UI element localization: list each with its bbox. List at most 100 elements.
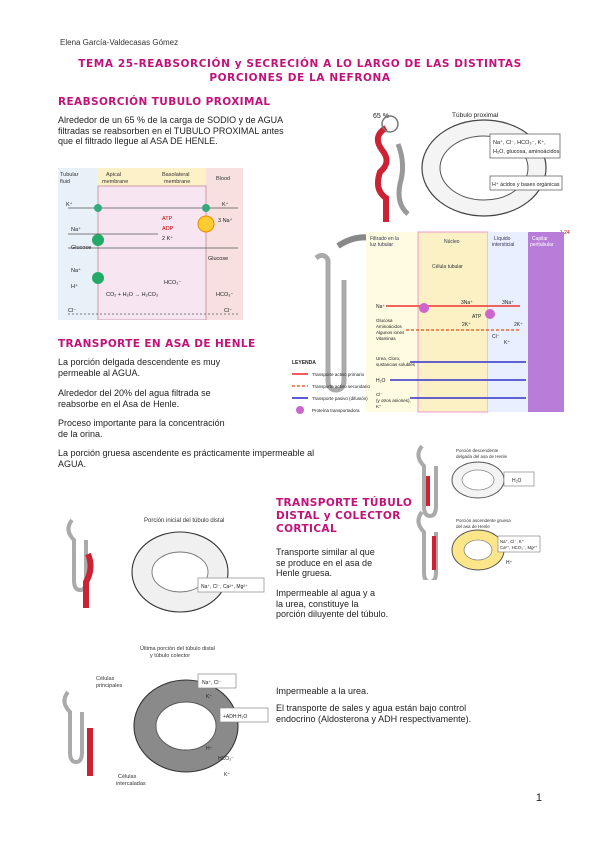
- fig1-box1-line2: H₂O, glucosa, aminoácidos: [493, 149, 560, 155]
- henle-line-4b: AGUA.: [58, 458, 87, 469]
- title-line-1: TEMA 25-REABSORCIÓN y SECRECIÓN A LO LAR…: [78, 58, 522, 70]
- fig3-hdr4a: Capilar: [532, 236, 548, 242]
- fig2-2k: 2 K⁺: [162, 235, 173, 242]
- henle-paragraph-1: La porción delgada descendente es muy pe…: [58, 357, 278, 378]
- fig4-h2o: H₂O: [512, 478, 522, 484]
- proximal-line-2: filtradas se reabsorben en el TUBULO PRO…: [58, 125, 284, 136]
- fig1-percent: 65 %: [373, 113, 389, 120]
- fig6-lumen: [155, 701, 217, 751]
- fig5-ions-box: [197, 577, 265, 593]
- fig1-nephron-red: [374, 125, 390, 222]
- proximal-paragraph: Alrededor de un 65 % de la carga de SODI…: [58, 115, 363, 147]
- page-title: TEMA 25-REABSORCIÓN y SECRECIÓN A LO LAR…: [60, 57, 540, 85]
- fig2-blood-label: Blood: [216, 176, 230, 182]
- henle-line-1b: permeable al AGUA.: [58, 367, 141, 378]
- fig4-ions-2: Ca²⁺, HCO₃⁻, Mg²⁺: [500, 545, 537, 550]
- fig3-legend-title: LEYENDA: [292, 360, 316, 366]
- fig4-label-1a: Porción descendente: [456, 448, 499, 453]
- fig3-cell-label: Célula tubular: [432, 264, 463, 270]
- fig6-principal-1: Células: [96, 676, 115, 682]
- fig2-nhe: [92, 272, 104, 284]
- fig3-2k: 2K⁺: [462, 322, 471, 328]
- fig2-hco3: HCO₃⁻: [164, 280, 181, 286]
- fig2-cl-left: Cl⁻: [68, 308, 76, 314]
- fig6-k-bottom: K⁺: [224, 772, 230, 778]
- endocrine-line-1: El transporte de sales y agua están bajo…: [276, 703, 467, 713]
- fig2-k-left: K⁺: [66, 201, 73, 208]
- fig2-apical-1: Apical: [106, 172, 121, 178]
- proximal-cell-transport-figure: Tubular fluid Apical membrane Basolatera…: [58, 168, 243, 320]
- proximal-tubule-figure: 65 % Túbulo proximal Na⁺, Cl⁻, HCO₃⁻, K⁺…: [373, 112, 563, 222]
- fig6-nephron: [62, 690, 84, 765]
- fig6-adh: +ADH:H₂O: [223, 714, 247, 720]
- fig1-nephron-gray: [395, 143, 410, 216]
- proximal-line-3: que el filtrado llegue al ASA DE HENLE.: [58, 136, 218, 146]
- distal-paragraph-2: Impermeable al agua y a la urea, constit…: [276, 588, 426, 620]
- fig2-channel-k2: [202, 204, 210, 212]
- endocrine-paragraph: El transporte de sales y agua están bajo…: [276, 703, 536, 724]
- fig6-nacl-box: [197, 673, 237, 689]
- fig2-k-right: K⁺: [222, 201, 229, 208]
- distal-line-1c: Henle gruesa.: [276, 568, 333, 578]
- fig2-3na: 3 Na⁺: [218, 217, 233, 224]
- fig3-hdr3b: intersticial: [492, 242, 514, 248]
- fig2-h: H⁺: [71, 283, 78, 290]
- fig4-h: H⁺: [506, 560, 513, 566]
- section-heading-distal: TRANSPORTE TÚBULO DISTAL y COLECTOR CORT…: [276, 497, 412, 536]
- fig3-hdr2: Núcleo: [444, 239, 460, 245]
- fig6-nacl: Na⁺, Cl⁻: [202, 680, 222, 686]
- fig3-aminoacidos: Aminoácidos: [376, 324, 403, 329]
- henle-paragraph-2: Alrededor del 20% del agua filtrada se r…: [58, 388, 278, 409]
- fig4-thick-lumen: [463, 539, 493, 561]
- section-heading-henle: TRANSPORTE EN ASA DE HENLE: [58, 338, 256, 350]
- henle-line-3a: Proceso importante para la concentración: [58, 418, 225, 428]
- fig1-box1-line1: Na⁺, Cl⁻, HCO₃⁻, K⁺,: [493, 139, 546, 146]
- fig3-3na-right: 3Na⁺: [502, 300, 514, 306]
- fig3-hdr1b: luz tubular: [370, 242, 393, 248]
- fig3-vitaminas: Vitaminas: [376, 336, 396, 341]
- fig4-thin-lumen: [461, 469, 495, 491]
- page-number: 1: [535, 792, 542, 804]
- fig6-intercalated-2: intercaladas: [116, 781, 146, 787]
- fig1-box-reabsorbed: [489, 133, 561, 159]
- fig4-label-2b: del asa de Henle: [456, 524, 490, 529]
- fig3-legend-passive: Transporte pasivo (difusión): [312, 396, 368, 401]
- fig3-k-right: K⁺: [504, 340, 510, 346]
- distal-tubule-figure: Porción inicial del túbulo distal Na⁺, C…: [66, 518, 265, 613]
- fig3-iones: Algunos iones: [376, 330, 405, 335]
- section-heading-proximal: REABSORCIÓN TUBULO PROXIMAL: [58, 96, 271, 108]
- fig6-label-1: Última porción del túbulo distal: [140, 645, 215, 652]
- henle-line-2a: Alrededor del 20% del agua filtrada se: [58, 388, 211, 398]
- fig2-apical-2: membrane: [102, 179, 128, 185]
- fig1-box-secreted: [489, 175, 563, 191]
- fig3-number: 1.24: [560, 230, 570, 236]
- distal-heading-1: TRANSPORTE TÚBULO: [276, 497, 413, 509]
- distal-line-1b: se produce en el asa de: [276, 557, 373, 568]
- fig4-nephron-top: [416, 444, 438, 519]
- fig3-cell: [417, 231, 489, 413]
- fig1-label: Túbulo proximal: [452, 112, 499, 119]
- fig3-urea-2: sustancias solubles: [376, 362, 416, 367]
- fig5-nephron: [66, 518, 88, 593]
- fig6-k-top: K⁺: [206, 694, 212, 700]
- fig3-capillary: [528, 232, 564, 412]
- fig1-box2: H⁺ ácidos y bases orgánicas: [492, 182, 560, 188]
- proximal-line-1: Alrededor de un 65 % de la carga de SODI…: [58, 115, 284, 125]
- fig3-cl-1: Cl⁻: [376, 392, 383, 397]
- distal-line-2c: porción diluyente del túbulo.: [276, 609, 389, 619]
- fig4-nephron-bottom: [416, 510, 438, 580]
- fig2-baso-1: Basolateral: [162, 172, 190, 178]
- fig6-h: H⁺: [206, 746, 213, 752]
- henle-line-1a: La porción delgada descendente es muy: [58, 357, 221, 367]
- fig2-channel-k: [94, 204, 102, 212]
- distal-paragraph-1: Transporte similar al que se produce en …: [276, 547, 416, 579]
- tubular-transport-figure: 1.24 Filtrado en la luz tubular Núcleo L…: [292, 230, 570, 414]
- fig6-intercalated-1: Células: [118, 774, 137, 780]
- fig6-label-2: y túbulo colector: [150, 653, 190, 659]
- endocrine-line-2: endocrino (Aldosterona y ADH respectivam…: [276, 713, 472, 724]
- fig3-cl-2: (y otros aniones),: [376, 398, 411, 403]
- distal-heading-2: DISTAL y COLECTOR: [276, 510, 401, 522]
- fig3-2k-right: 2K⁺: [514, 322, 523, 328]
- fig2-na-2: Na⁺: [71, 267, 81, 274]
- fig2-atp: ATP: [162, 216, 173, 222]
